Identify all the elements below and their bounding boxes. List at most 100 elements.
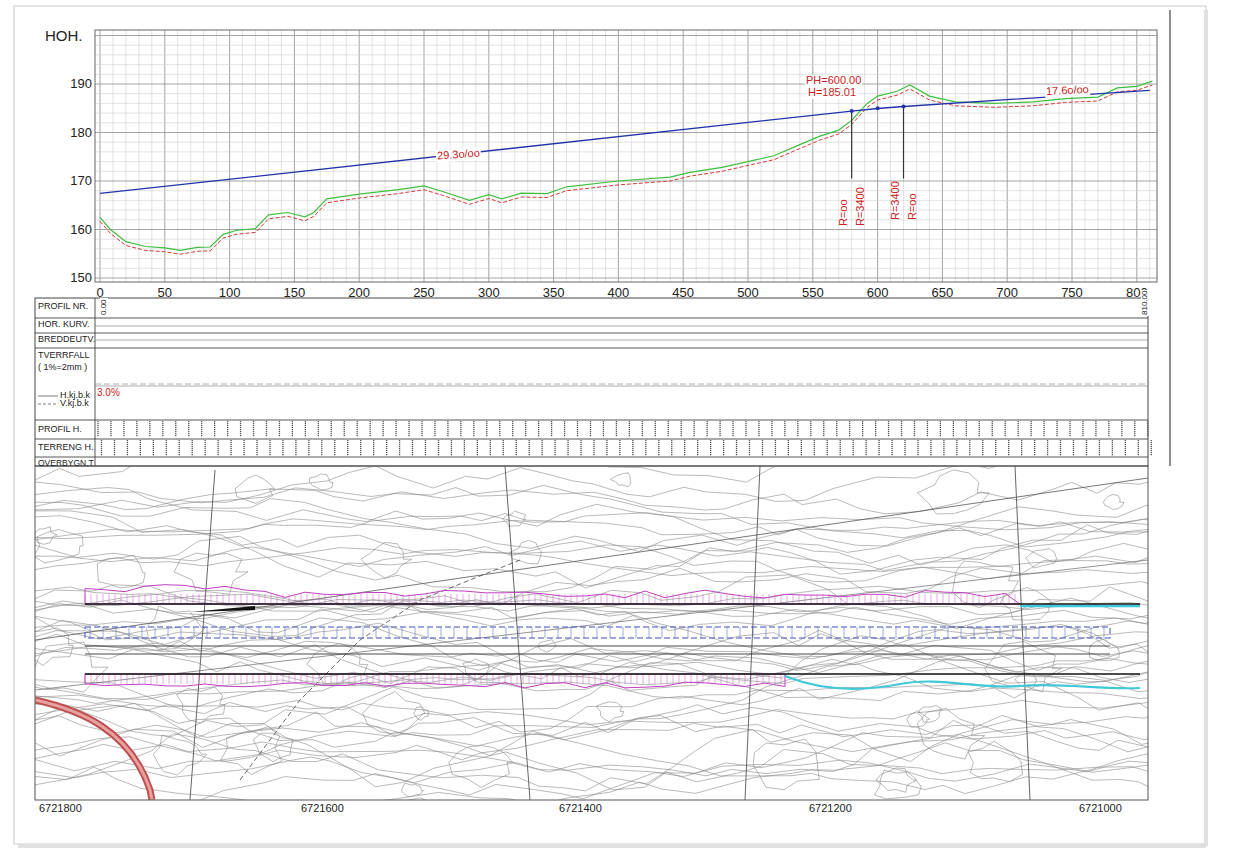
slope-hatch (757, 594, 758, 604)
contour-ring (235, 475, 275, 503)
existing-terrain-dashed (100, 85, 1152, 254)
grid-line (95, 142, 1157, 143)
contour-ring (363, 692, 426, 735)
profile-height-marks (732, 421, 733, 437)
terrain-height-marks (956, 440, 957, 456)
drawing-label: 450 (672, 286, 694, 300)
profile-table (35, 298, 1151, 466)
profile-height-marks (408, 421, 409, 437)
sheet-shadow (18, 844, 1206, 848)
grid-line (398, 30, 399, 282)
terrain-height-marks (1125, 440, 1126, 456)
slope-hatch (745, 674, 746, 684)
contour-ring (221, 727, 283, 775)
slope-hatch (235, 674, 236, 684)
profile-height-marks (1005, 421, 1006, 437)
contour-line (35, 767, 1148, 800)
slope-hatch (379, 594, 380, 604)
slope-hatch (115, 674, 116, 684)
grid-line (95, 132, 1157, 133)
slope-hatch (793, 594, 794, 604)
station-tick (233, 627, 234, 638)
slope-hatch (313, 674, 314, 684)
terrain-height-marks (153, 440, 154, 456)
terrain-height-marks (891, 440, 892, 456)
slope-hatch (337, 674, 338, 684)
slope-hatch (619, 594, 620, 604)
terrain-height-marks (166, 440, 167, 456)
slope-hatch (553, 674, 554, 684)
contour-ring (510, 540, 542, 564)
station-tick (1026, 627, 1027, 638)
slope-hatch (127, 594, 128, 604)
station-tick (896, 627, 897, 638)
slope-hatch (631, 594, 632, 604)
profile-height-marks (590, 421, 591, 437)
slope-hatch (781, 674, 782, 684)
contour-line (35, 730, 1148, 795)
table-frame (35, 298, 1148, 466)
table-axis-line (95, 340, 1148, 341)
station-tick (805, 627, 806, 638)
slope-hatch (607, 594, 608, 604)
grid-line (722, 30, 723, 282)
station-tick (727, 627, 728, 638)
station-tick (207, 627, 208, 638)
grid-line (424, 30, 425, 282)
slope-hatch (103, 674, 104, 684)
grid-frame (95, 30, 1157, 282)
grid-line (748, 30, 749, 282)
grid-line (294, 30, 295, 282)
slope-hatch (439, 674, 440, 684)
terrain-height-marks (256, 440, 257, 456)
drawing-label: 500 (737, 286, 759, 300)
slope-hatch (901, 594, 902, 604)
slope-hatch (775, 594, 776, 604)
slope-hatch (535, 594, 536, 604)
grid-line (760, 30, 761, 282)
grid-line (320, 30, 321, 282)
slope-hatch (211, 674, 212, 684)
grid-line (359, 30, 360, 282)
station-tick (610, 627, 611, 638)
slope-hatch (685, 674, 686, 684)
slope-hatch (517, 674, 518, 684)
slope-hatch (919, 594, 920, 604)
curve-point (902, 104, 906, 108)
slope-hatch (823, 594, 824, 604)
profile-height-marks (460, 421, 461, 437)
profile-height-marks (1082, 421, 1083, 437)
terrain-height-marks (736, 440, 737, 456)
slope-hatch (505, 674, 506, 684)
contour-line (35, 646, 1148, 685)
slope-hatch (97, 594, 98, 604)
sheet-shadow (1204, 10, 1208, 846)
slope-hatch (727, 674, 728, 684)
grid-line (540, 30, 541, 282)
contour-ring (449, 746, 513, 788)
grid-line (877, 30, 878, 282)
coordinate-grid-line (505, 466, 530, 800)
profile-height-marks (979, 421, 980, 437)
station-tick (363, 627, 364, 638)
profile-height-marks (577, 421, 578, 437)
property-line (35, 478, 1148, 640)
slope-hatch (763, 674, 764, 684)
grid-line (514, 30, 515, 282)
station-tick (194, 627, 195, 638)
slope-hatch (709, 594, 710, 604)
station-tick (129, 627, 130, 638)
slope-hatch (691, 674, 692, 684)
slope-hatch (115, 594, 116, 604)
coordinate-grid-line (190, 470, 215, 800)
profile-height-marks (810, 421, 811, 437)
slope-hatch (667, 674, 668, 684)
profile-height-marks (447, 421, 448, 437)
road-edge (85, 673, 1140, 674)
grid-line (203, 30, 204, 282)
profile-height-marks (1147, 421, 1148, 437)
slope-hatch (667, 594, 668, 604)
station-tick (168, 627, 169, 638)
table-row-line (35, 333, 1148, 334)
grid-line (372, 30, 373, 282)
